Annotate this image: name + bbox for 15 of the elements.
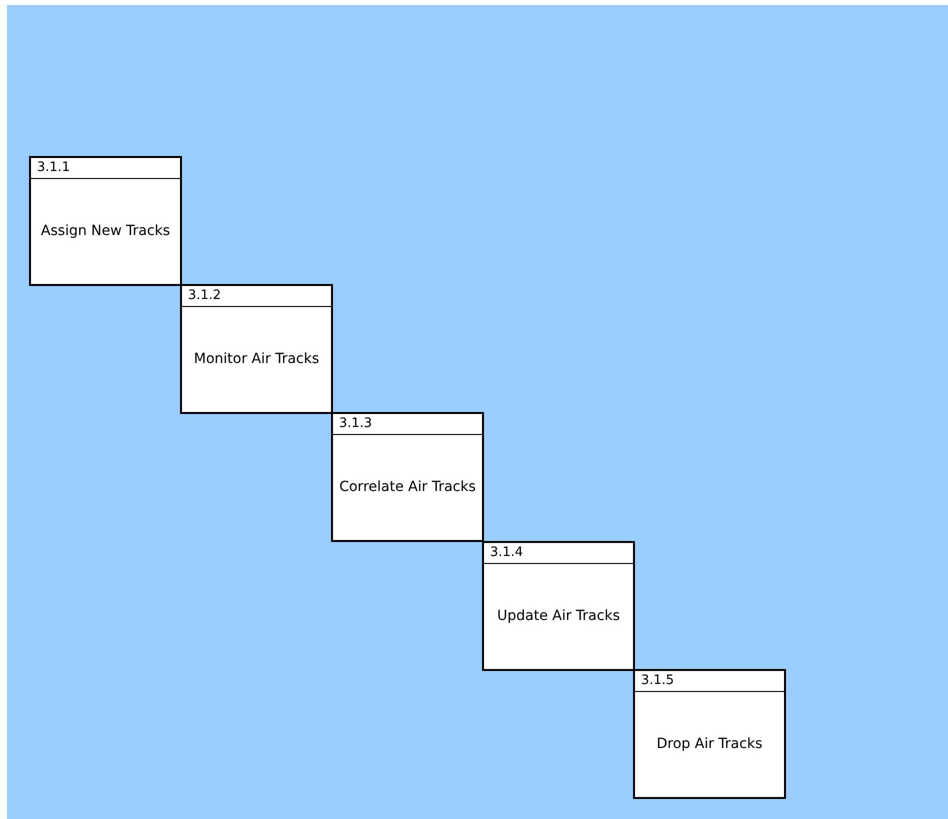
process-label: Correlate Air Tracks	[339, 478, 476, 497]
process-box	[331, 412, 484, 542]
process-number: 3.1.3	[333, 414, 482, 435]
process-label: Update Air Tracks	[497, 607, 620, 626]
process-label: Assign New Tracks	[40, 222, 170, 241]
process-box	[482, 541, 635, 671]
process-box	[29, 156, 182, 286]
process-number: 3.1.1	[31, 158, 180, 179]
process-number: 3.1.4	[484, 543, 633, 564]
process-box	[180, 284, 333, 414]
process-label: Drop Air Tracks	[656, 735, 762, 754]
process-label: Monitor Air Tracks	[194, 350, 320, 369]
process-number: 3.1.5	[635, 671, 784, 692]
process-number: 3.1.2	[182, 286, 331, 307]
process-box	[633, 669, 786, 799]
